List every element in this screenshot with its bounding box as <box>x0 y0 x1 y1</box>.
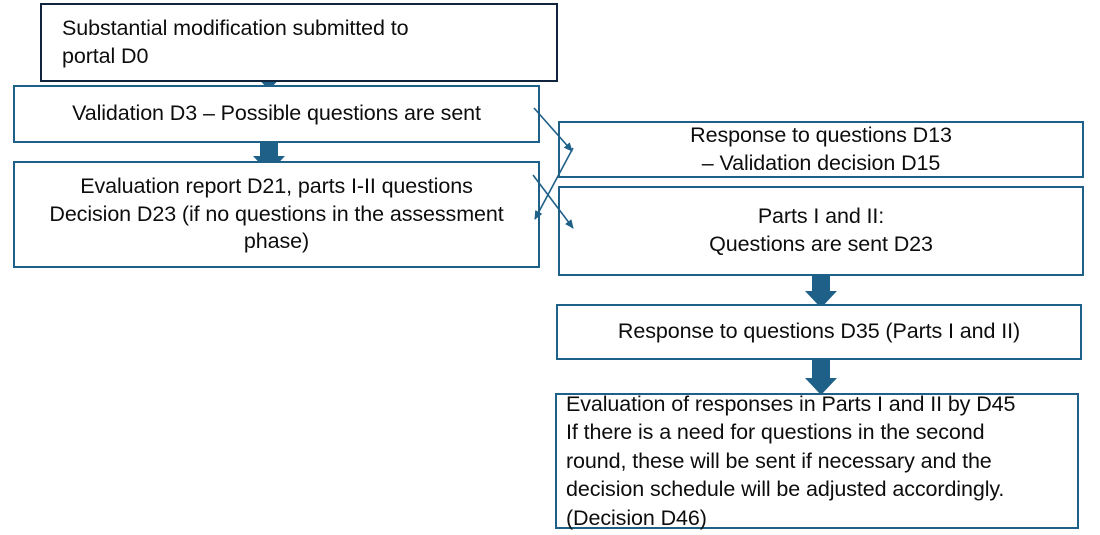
node-response-to-questions-d13[interactable]: Response to questions D13 – Validation d… <box>558 121 1084 178</box>
arrow-response35-to-evalresp <box>804 357 838 397</box>
node-evaluation-of-responses-d45[interactable]: Evaluation of responses in Parts I and I… <box>555 391 1079 530</box>
node-label: Evaluation report D21, parts I-II questi… <box>49 173 504 254</box>
node-label: Response to questions D13 – Validation d… <box>690 122 952 175</box>
node-label: Evaluation of responses in Parts I and I… <box>566 391 1016 530</box>
node-response-to-questions-d35[interactable]: Response to questions D35 (Parts I and I… <box>556 304 1082 360</box>
node-label: Validation D3 – Possible questions are s… <box>72 101 481 126</box>
node-validation-d3[interactable]: Validation D3 – Possible questions are s… <box>13 85 540 143</box>
node-label: Parts I and II: Questions are sent D23 <box>709 204 933 256</box>
node-evaluation-report-d21[interactable]: Evaluation report D21, parts I-II questi… <box>13 161 540 268</box>
node-label: Response to questions D35 (Parts I and I… <box>617 319 1021 344</box>
node-label: Substantial modification submitted to po… <box>62 15 409 68</box>
node-parts-i-and-ii-questions-sent-d23[interactable]: Parts I and II: Questions are sent D23 <box>558 186 1084 276</box>
node-substantial-modification-submitted[interactable]: Substantial modification submitted to po… <box>40 3 558 82</box>
arrow-parts-to-response35 <box>804 271 838 309</box>
